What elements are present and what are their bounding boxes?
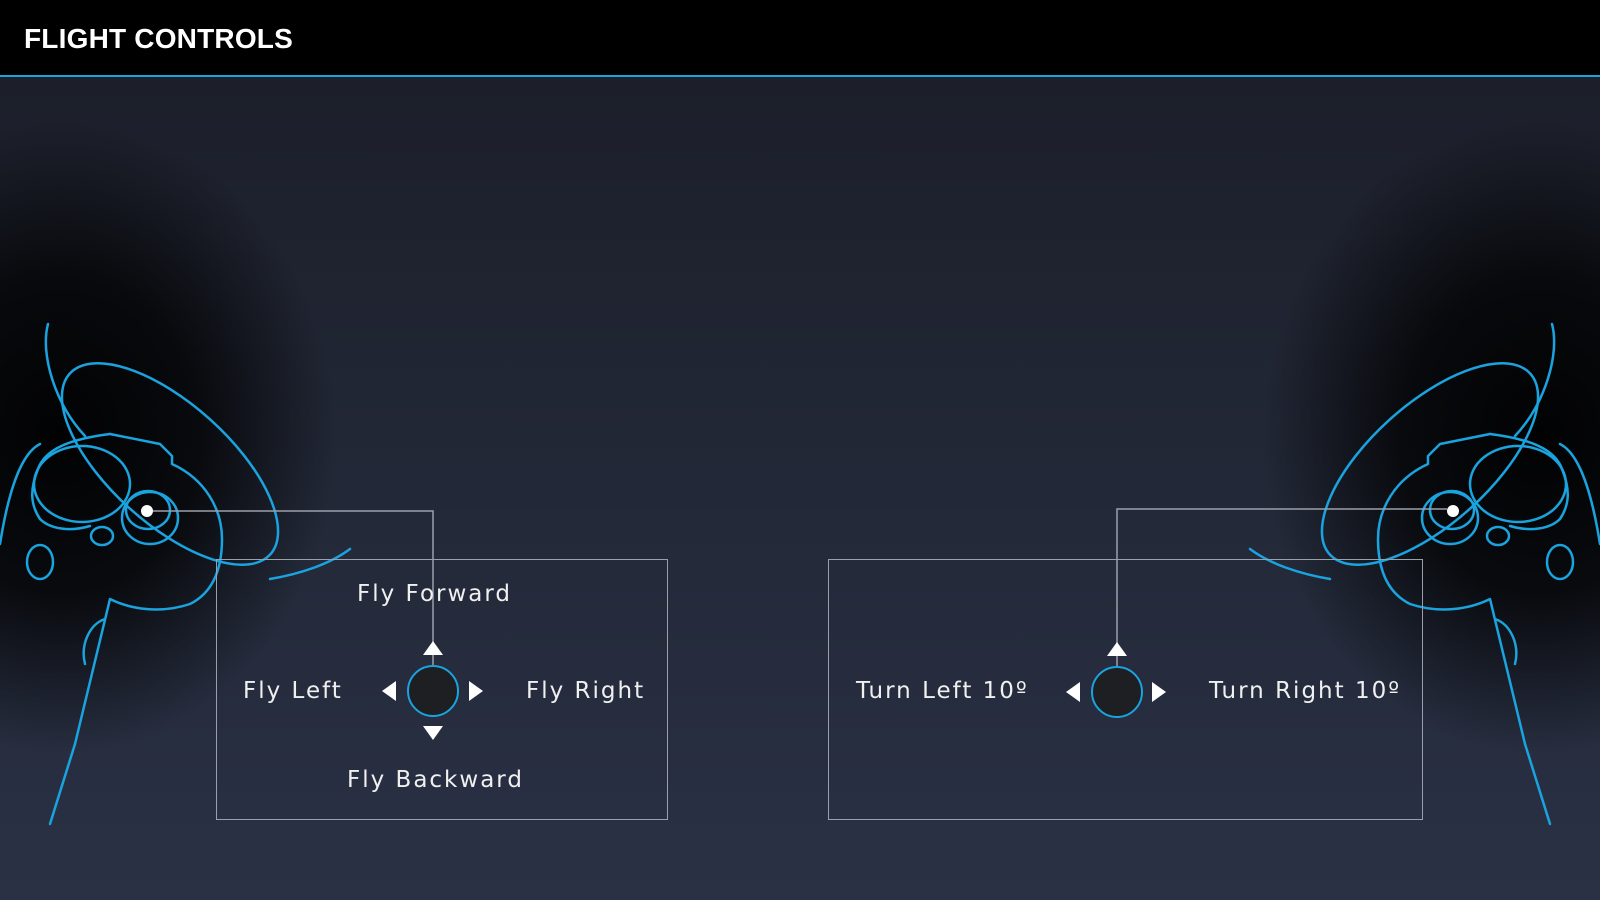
header-bar: FLIGHT CONTROLS <box>0 0 1600 77</box>
arrow-left-icon <box>1066 682 1080 702</box>
left-ring-arm <box>44 322 87 438</box>
arrow-up-icon <box>423 641 443 655</box>
left-small-button <box>89 525 115 547</box>
turn-left-label: Turn Left 10º <box>856 678 1029 704</box>
turn-right-label: Turn Right 10º <box>1209 678 1402 704</box>
left-thumbstick-dot <box>141 505 153 517</box>
arrow-right-icon <box>1152 682 1166 702</box>
left-face-button-large <box>32 444 132 524</box>
arrow-up-icon <box>1107 642 1127 656</box>
left-tracking-ring <box>60 362 280 566</box>
arrow-down-icon <box>423 726 443 740</box>
thumbstick-icon <box>407 665 459 717</box>
right-controller-icon <box>1116 322 1600 826</box>
thumbstick-icon <box>1091 666 1143 718</box>
arrow-right-icon <box>469 681 483 701</box>
turn-controls-panel <box>828 559 1423 820</box>
fly-left-label: Fly Left <box>243 678 343 704</box>
left-side-button <box>25 543 55 581</box>
fly-forward-label: Fly Forward <box>357 581 513 607</box>
page-title: FLIGHT CONTROLS <box>24 23 293 54</box>
left-ring-arc <box>268 547 352 581</box>
fly-right-label: Fly Right <box>526 678 646 704</box>
fly-controls-panel <box>216 559 668 820</box>
fly-backward-label: Fly Backward <box>347 767 524 793</box>
arrow-left-icon <box>382 681 396 701</box>
controls-stage <box>0 77 1600 900</box>
